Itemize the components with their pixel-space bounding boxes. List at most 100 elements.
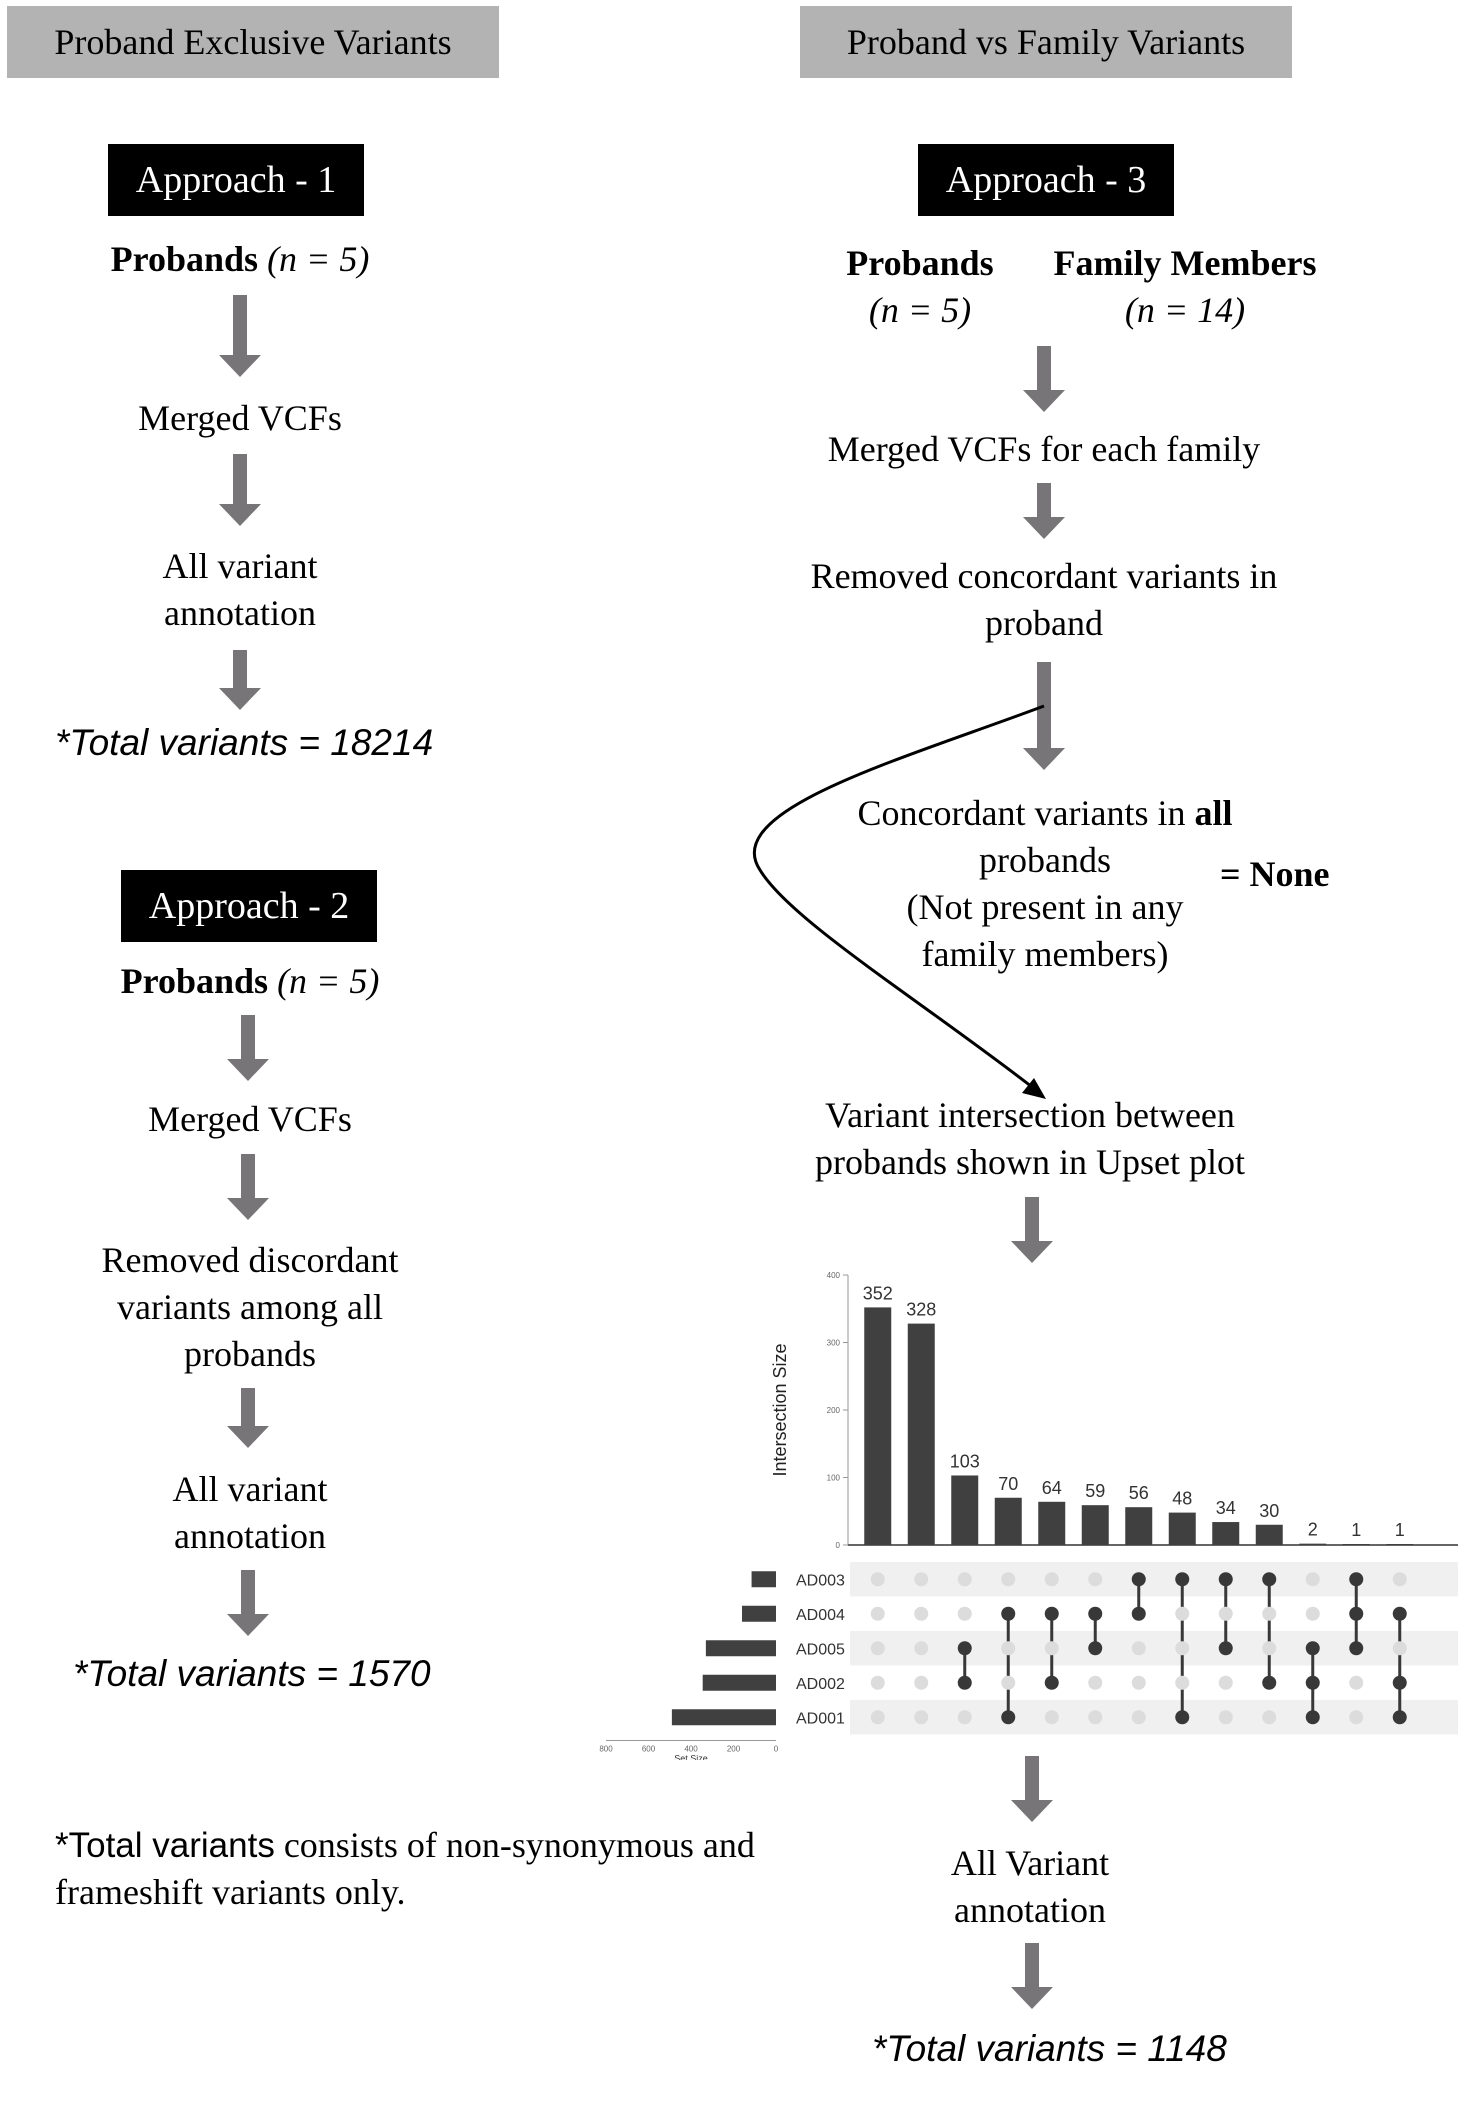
set-size-bar	[702, 1674, 776, 1691]
matrix-dot-filled	[1044, 1606, 1059, 1621]
intersection-bar-label: 70	[998, 1474, 1018, 1494]
matrix-dot-empty	[1131, 1710, 1146, 1725]
y-axis-label: Intersection Size	[770, 1343, 790, 1476]
annotation-line: All Variant	[950, 1843, 1110, 1883]
approach-3-removed: Removed concordant variants in proband	[770, 553, 1318, 647]
matrix-dot-filled	[1218, 1572, 1233, 1587]
matrix-dot-empty	[1218, 1675, 1233, 1690]
matrix-dot-empty	[1218, 1606, 1233, 1621]
intersection-bar	[1386, 1544, 1414, 1545]
approach-2-label: Approach - 2	[121, 870, 377, 942]
matrix-dot-empty	[1088, 1710, 1103, 1725]
matrix-row-band	[850, 1700, 1458, 1735]
matrix-dot-empty	[1044, 1572, 1059, 1587]
intersection-bar	[864, 1307, 892, 1545]
matrix-row-band	[850, 1562, 1458, 1597]
removed-line: probands	[184, 1334, 316, 1374]
probands-label: Probands	[120, 961, 269, 1001]
matrix-dot-empty	[914, 1675, 929, 1690]
intersection-bar-label: 59	[1085, 1481, 1105, 1501]
matrix-dot-filled	[1349, 1606, 1364, 1621]
set-label: AD005	[796, 1641, 845, 1658]
matrix-dot-empty	[870, 1675, 885, 1690]
y-axis-tick-label: 0	[836, 1541, 841, 1550]
matrix-dot-empty	[1001, 1675, 1016, 1690]
intersection-bar	[1038, 1501, 1066, 1545]
approach-2-total: *Total variants = 1570	[73, 1653, 431, 1694]
matrix-dot-empty	[1131, 1641, 1146, 1656]
matrix-dot-filled	[1305, 1710, 1320, 1725]
matrix-dot-empty	[1349, 1710, 1364, 1725]
probands-count: (n = 5)	[868, 290, 972, 330]
matrix-dot-empty	[1088, 1675, 1103, 1690]
matrix-dot-empty	[870, 1606, 885, 1621]
y-axis-tick-label: 400	[827, 1271, 841, 1280]
matrix-dot-empty	[914, 1572, 929, 1587]
matrix-dot-filled	[1305, 1675, 1320, 1690]
intersection-bar	[1299, 1543, 1327, 1545]
matrix-dot-empty	[1262, 1606, 1277, 1621]
matrix-dot-empty	[1305, 1606, 1320, 1621]
matrix-dot-filled	[1088, 1641, 1103, 1656]
matrix-dot-filled	[1262, 1675, 1277, 1690]
matrix-dot-filled	[1218, 1641, 1233, 1656]
approach-3-concordant: Concordant variants in all probands (Not…	[810, 790, 1280, 978]
approach-3-total: *Total variants = 1148	[872, 2028, 1227, 2069]
set-size-tick-label: 400	[684, 1745, 698, 1754]
matrix-dot-empty	[1131, 1675, 1146, 1690]
matrix-dot-filled	[1044, 1675, 1059, 1690]
probands-count: (n = 5)	[277, 961, 380, 1001]
matrix-dot-filled	[1131, 1572, 1146, 1587]
intersection-bar-label: 352	[863, 1283, 893, 1303]
concordant-line: (Not present in any	[906, 887, 1184, 927]
matrix-dot-empty	[957, 1606, 972, 1621]
set-size-bar	[742, 1605, 776, 1622]
intersection-bar	[951, 1475, 979, 1545]
y-axis-tick-label: 300	[827, 1339, 841, 1348]
matrix-dot-filled	[1001, 1710, 1016, 1725]
intersection-bar-label: 64	[1042, 1478, 1062, 1498]
y-axis-tick-label: 100	[827, 1474, 841, 1483]
intersection-bar	[1168, 1512, 1196, 1545]
annotation-line: annotation	[954, 1890, 1106, 1930]
matrix-dot-empty	[914, 1606, 929, 1621]
removed-line: proband	[985, 603, 1103, 643]
annotation-line: All variant	[162, 546, 318, 586]
matrix-dot-empty	[1349, 1675, 1364, 1690]
matrix-dot-empty	[1218, 1710, 1233, 1725]
annotation-line: annotation	[164, 593, 316, 633]
approach-3-intersection: Variant intersection between probands sh…	[770, 1092, 1290, 1186]
matrix-dot-filled	[1392, 1710, 1407, 1725]
matrix-dot-empty	[1175, 1606, 1190, 1621]
intersection-bar-label: 56	[1129, 1483, 1149, 1503]
intersection-bar-label: 30	[1259, 1501, 1279, 1521]
matrix-dot-filled	[1392, 1675, 1407, 1690]
annotation-line: All variant	[172, 1469, 328, 1509]
matrix-dot-filled	[1175, 1572, 1190, 1587]
set-label: AD004	[796, 1607, 845, 1624]
footnote: *Total variants consists of non-synonymo…	[55, 1822, 855, 1916]
matrix-dot-empty	[1175, 1675, 1190, 1690]
approach-3-family: Family Members (n = 14)	[1030, 240, 1340, 334]
matrix-dot-empty	[914, 1641, 929, 1656]
intersection-bar-label: 34	[1216, 1498, 1236, 1518]
concordant-line: Concordant variants in all	[810, 790, 1280, 837]
matrix-dot-empty	[1044, 1710, 1059, 1725]
matrix-dot-empty	[957, 1710, 972, 1725]
set-size-tick-label: 0	[774, 1745, 779, 1754]
intersection-bar	[1212, 1522, 1240, 1545]
approach-1-total: *Total variants = 18214	[55, 722, 434, 763]
set-size-bar	[671, 1709, 776, 1726]
approach-2-annotation: All variant annotation	[50, 1466, 450, 1560]
intersection-bar	[1255, 1524, 1283, 1545]
approach-3-merged: Merged VCFs for each family	[827, 429, 1261, 469]
matrix-dot-empty	[1392, 1641, 1407, 1656]
matrix-dot-empty	[870, 1641, 885, 1656]
set-size-bar	[751, 1571, 776, 1588]
intersection-bar-label: 1	[1351, 1520, 1361, 1540]
intersection-line: Variant intersection between	[825, 1095, 1235, 1135]
probands-count: (n = 5)	[267, 239, 370, 279]
set-label: AD002	[796, 1676, 845, 1693]
matrix-dot-empty	[870, 1710, 885, 1725]
matrix-dot-empty	[1175, 1641, 1190, 1656]
